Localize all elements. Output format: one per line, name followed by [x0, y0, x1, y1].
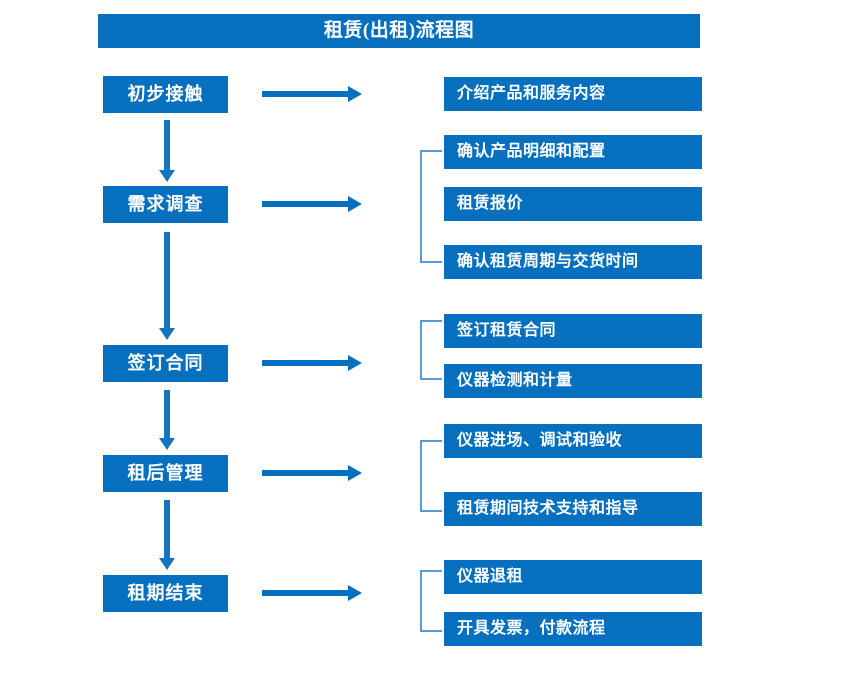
down-arrow-icon-3: [159, 390, 175, 450]
down-arrow-icon-2: [159, 232, 175, 340]
stage-box-rental-end[interactable]: 租期结束: [103, 575, 228, 612]
stage-box-sign-contract[interactable]: 签订合同: [103, 345, 228, 382]
right-arrow-icon-3: [262, 355, 362, 371]
detail-box-rental-quote[interactable]: 租赁报价: [444, 187, 702, 221]
right-arrow-icon-2: [262, 196, 362, 212]
right-arrow-icon-4: [262, 465, 362, 481]
detail-box-invoice-payment[interactable]: 开具发票，付款流程: [444, 612, 702, 646]
detail-box-sign-rental-contract[interactable]: 签订租赁合同: [444, 314, 702, 348]
detail-box-confirm-product-spec[interactable]: 确认产品明细和配置: [444, 135, 702, 169]
detail-box-instrument-onsite-commissioning[interactable]: 仪器进场、调试和验收: [444, 424, 702, 458]
group-bracket-icon-sign-contract: [420, 320, 442, 380]
right-arrow-icon-1: [262, 86, 362, 102]
page-title: 租赁(出租)流程图: [98, 14, 700, 48]
stage-box-needs-survey[interactable]: 需求调查: [103, 186, 228, 223]
group-bracket-icon-needs-survey: [420, 150, 442, 263]
detail-box-confirm-period-delivery[interactable]: 确认租赁周期与交货时间: [444, 245, 702, 279]
group-bracket-icon-post-rental: [420, 440, 442, 512]
stage-box-initial-contact[interactable]: 初步接触: [103, 76, 228, 113]
detail-box-instrument-inspection[interactable]: 仪器检测和计量: [444, 364, 702, 398]
detail-box-instrument-return[interactable]: 仪器退租: [444, 560, 702, 594]
detail-box-introduce-products[interactable]: 介绍产品和服务内容: [444, 77, 702, 111]
down-arrow-icon-4: [159, 500, 175, 570]
group-bracket-icon-rental-end: [420, 570, 442, 632]
right-arrow-icon-5: [262, 585, 362, 601]
detail-box-technical-support[interactable]: 租赁期间技术支持和指导: [444, 492, 702, 526]
down-arrow-icon-1: [159, 120, 175, 182]
stage-box-post-rental-management[interactable]: 租后管理: [103, 455, 228, 492]
